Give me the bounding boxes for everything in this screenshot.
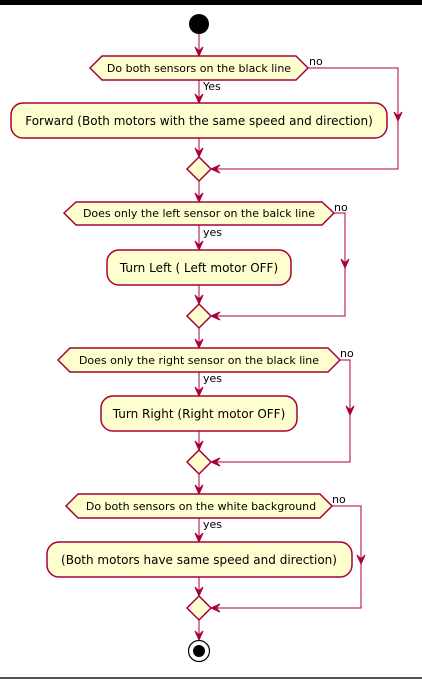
arrow-head — [194, 586, 204, 598]
arrow-head — [194, 630, 204, 642]
decision-3-no-label: no — [340, 347, 354, 360]
start-node — [189, 14, 209, 34]
arrow-head — [345, 405, 355, 417]
decision-1-question: Do both sensors on the black line — [107, 62, 291, 75]
merge-2 — [185, 302, 213, 330]
decision-3-question: Does only the right sensor on the black … — [79, 354, 319, 367]
no-branch-4 — [211, 505, 362, 609]
arrow-head — [393, 111, 403, 123]
arrow-head — [209, 311, 221, 321]
decision-3-yes-label: yes — [203, 372, 222, 385]
action-2-label: Turn Left ( Left motor OFF) — [119, 261, 278, 275]
arrow-head — [209, 457, 221, 467]
top-border — [0, 0, 422, 5]
arrow-head — [209, 603, 221, 613]
arrow-head — [194, 484, 204, 496]
arrow-head — [194, 532, 204, 544]
merge-3 — [185, 448, 213, 476]
arrow-head — [194, 147, 204, 159]
arrow-head — [194, 93, 204, 105]
arrow-head — [194, 46, 204, 58]
decision-2-yes-label: yes — [203, 226, 222, 239]
arrow-head — [194, 192, 204, 204]
decision-1-no-label: no — [309, 55, 323, 68]
decision-4-yes-label: yes — [203, 518, 222, 531]
action-3-label: Turn Right (Right motor OFF) — [112, 407, 286, 421]
arrow-head — [194, 386, 204, 398]
merge-1 — [185, 155, 213, 183]
action-1-label: Forward (Both motors with the same speed… — [25, 114, 373, 128]
arrow-head — [194, 294, 204, 306]
end-node — [187, 639, 211, 663]
decision-4-no-label: no — [332, 493, 346, 506]
arrow-head — [194, 440, 204, 452]
merge-4 — [185, 594, 213, 622]
bottom-border — [0, 677, 422, 679]
decision-2-no-label: no — [334, 201, 348, 214]
arrow-head — [194, 240, 204, 252]
decision-2-question: Does only the left sensor on the balck l… — [83, 207, 315, 220]
decision-1-yes-label: Yes — [202, 80, 221, 93]
decision-4-question: Do both sensors on the white background — [86, 500, 316, 513]
arrow-head — [356, 554, 366, 566]
arrow-head — [209, 164, 221, 174]
arrow-head — [340, 258, 350, 270]
arrow-head — [194, 338, 204, 350]
action-4-label: (Both motors have same speed and directi… — [61, 553, 337, 567]
